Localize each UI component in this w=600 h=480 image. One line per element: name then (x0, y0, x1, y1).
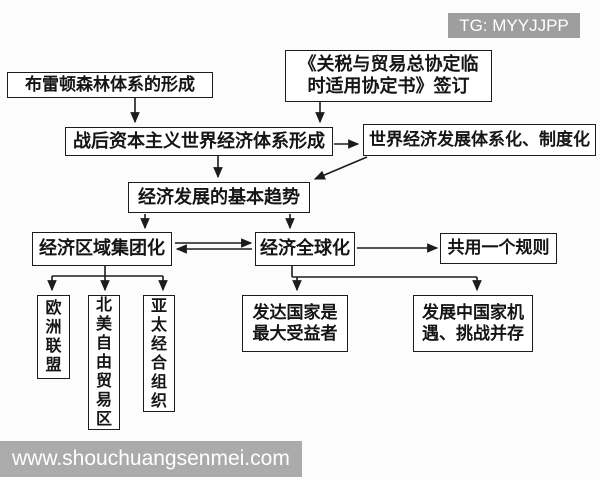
node-developed-line2: 最大受益者 (252, 323, 338, 343)
arrow-institutional-to-trend (313, 156, 368, 180)
node-globalization: 经济全球化 (255, 232, 355, 266)
node-eu-label: 欧洲联盟 (45, 300, 62, 374)
node-developed-countries: 发达国家是 最大受益者 (242, 295, 348, 352)
branch-regional-children (47, 266, 168, 292)
node-bretton-woods: 布雷顿森林体系的形成 (7, 72, 213, 98)
watermark-website: www.shouchuangsenmei.com (0, 441, 302, 477)
node-gatt-line1: 《关税与贸易总协定临 (298, 54, 479, 75)
node-postwar-system: 战后资本主义世界经济体系形成 (65, 127, 333, 156)
node-developed-line1: 发达国家是 (252, 302, 338, 322)
watermark-telegram: TG: MYYJJPP (448, 13, 580, 38)
node-gatt-protocol: 《关税与贸易总协定临 时适用协定书》签订 (285, 50, 492, 102)
node-eu: 欧洲联盟 (37, 295, 70, 379)
node-apec: 亚太经合组织 (143, 295, 175, 412)
node-developing-countries: 发展中国家机 遇、挑战并存 (413, 295, 533, 352)
node-institutionalization: 世界经济发展体系化、制度化 (363, 124, 596, 156)
node-apec-label: 亚太经合组织 (150, 297, 167, 410)
node-regional-bloc: 经济区域集团化 (32, 232, 172, 266)
node-nafta-label: 北美自由贸易区 (95, 297, 112, 428)
node-developing-line1: 发展中国家机 (422, 302, 524, 322)
node-developing-line2: 遇、挑战并存 (422, 323, 524, 343)
node-basic-trend: 经济发展的基本趋势 (128, 182, 310, 213)
node-shared-rule: 共用一个规则 (440, 233, 557, 264)
branch-globalization-children (291, 266, 482, 292)
node-nafta: 北美自由贸易区 (88, 295, 120, 430)
node-gatt-line2: 时适用协定书》签订 (307, 76, 470, 96)
